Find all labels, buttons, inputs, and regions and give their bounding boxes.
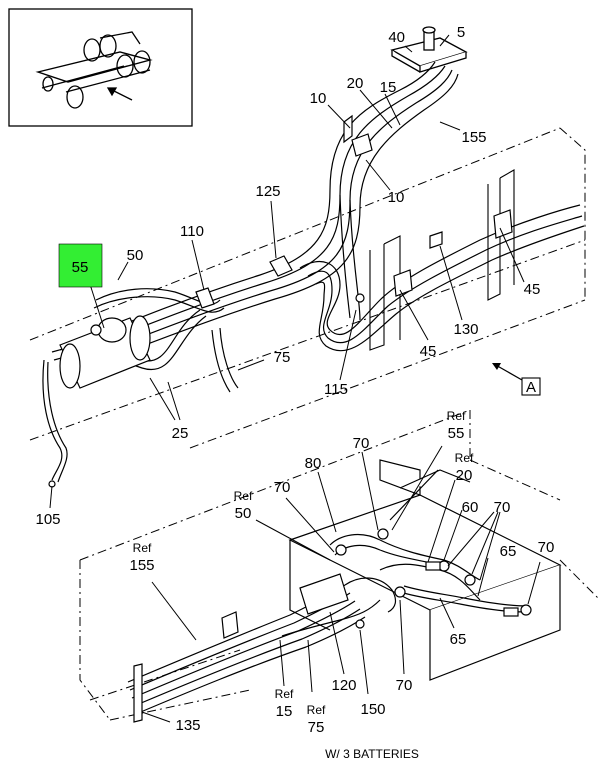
callout-25: 25 [172, 425, 189, 442]
callout-80: 80 [305, 455, 322, 472]
callout-70-e: 70 [396, 677, 413, 694]
callout-125: 125 [255, 183, 280, 200]
callout-ref75-word: Ref [307, 703, 326, 717]
callout-65-lower: 65 [450, 631, 467, 648]
callout-50: 50 [127, 247, 144, 264]
frame-rail-upper [29, 127, 586, 449]
callout-65-upper: 65 [500, 543, 517, 560]
callout-ref50-num: 50 [235, 505, 252, 522]
callout-ref155-num: 155 [129, 557, 154, 574]
callout-115: 115 [324, 381, 348, 398]
battery-cable-end [59, 315, 151, 389]
callout-155: 155 [461, 129, 486, 146]
callout-ref15-num: 15 [276, 703, 293, 720]
callout-130: 130 [453, 321, 478, 338]
callout-70-d: 70 [538, 539, 555, 556]
callout-10-lower: 10 [388, 189, 405, 206]
callout-70-c: 70 [494, 499, 511, 516]
callout-45-mid: 45 [420, 343, 437, 360]
view-a-label: A [526, 379, 536, 396]
callout-ref20-word: Ref [455, 451, 474, 465]
leader-lines-upper [49, 34, 525, 509]
callout-ref155-word: Ref [133, 541, 152, 555]
callout-70-b: 70 [274, 479, 291, 496]
battery-box-lower [288, 459, 562, 681]
view-a-marker: A [492, 363, 541, 396]
callout-40: 40 [388, 29, 405, 46]
callout-ref15-word: Ref [275, 687, 294, 701]
callout-110: 110 [180, 223, 204, 240]
cable-bundle-upper [42, 61, 585, 483]
callout-55-highlight [58, 243, 103, 288]
clamps-lower [133, 528, 532, 723]
callout-10-top: 10 [310, 90, 327, 107]
callouts-upper: 5 40 20 15 10 155 10 125 110 50 55 75 11… [35, 24, 540, 528]
caption: W/ 3 BATTERIES [325, 747, 419, 761]
callout-ref55-num: 55 [448, 425, 465, 442]
callout-20: 20 [347, 75, 364, 92]
callout-120: 120 [331, 677, 356, 694]
callout-45-right: 45 [524, 281, 541, 298]
callout-55: 55 [72, 259, 89, 276]
callout-70-a: 70 [353, 435, 370, 452]
callout-ref75-num: 75 [308, 719, 325, 736]
callout-ref20-num: 20 [456, 467, 473, 484]
callout-75: 75 [274, 349, 291, 366]
clamps-upper [48, 114, 513, 488]
callout-60: 60 [462, 499, 479, 516]
callouts-lower: Ref 55 Ref 20 70 80 70 Ref 50 60 70 65 7… [129, 409, 554, 736]
callout-105: 105 [35, 511, 60, 528]
callout-5: 5 [457, 24, 465, 41]
callout-135: 135 [175, 717, 200, 734]
callout-150: 150 [360, 701, 385, 718]
leader-lines-lower [141, 445, 541, 723]
locator-inset [8, 8, 193, 127]
callout-ref55-word: Ref [447, 409, 466, 423]
callout-ref50-word: Ref [234, 489, 253, 503]
callout-15: 15 [380, 79, 397, 96]
